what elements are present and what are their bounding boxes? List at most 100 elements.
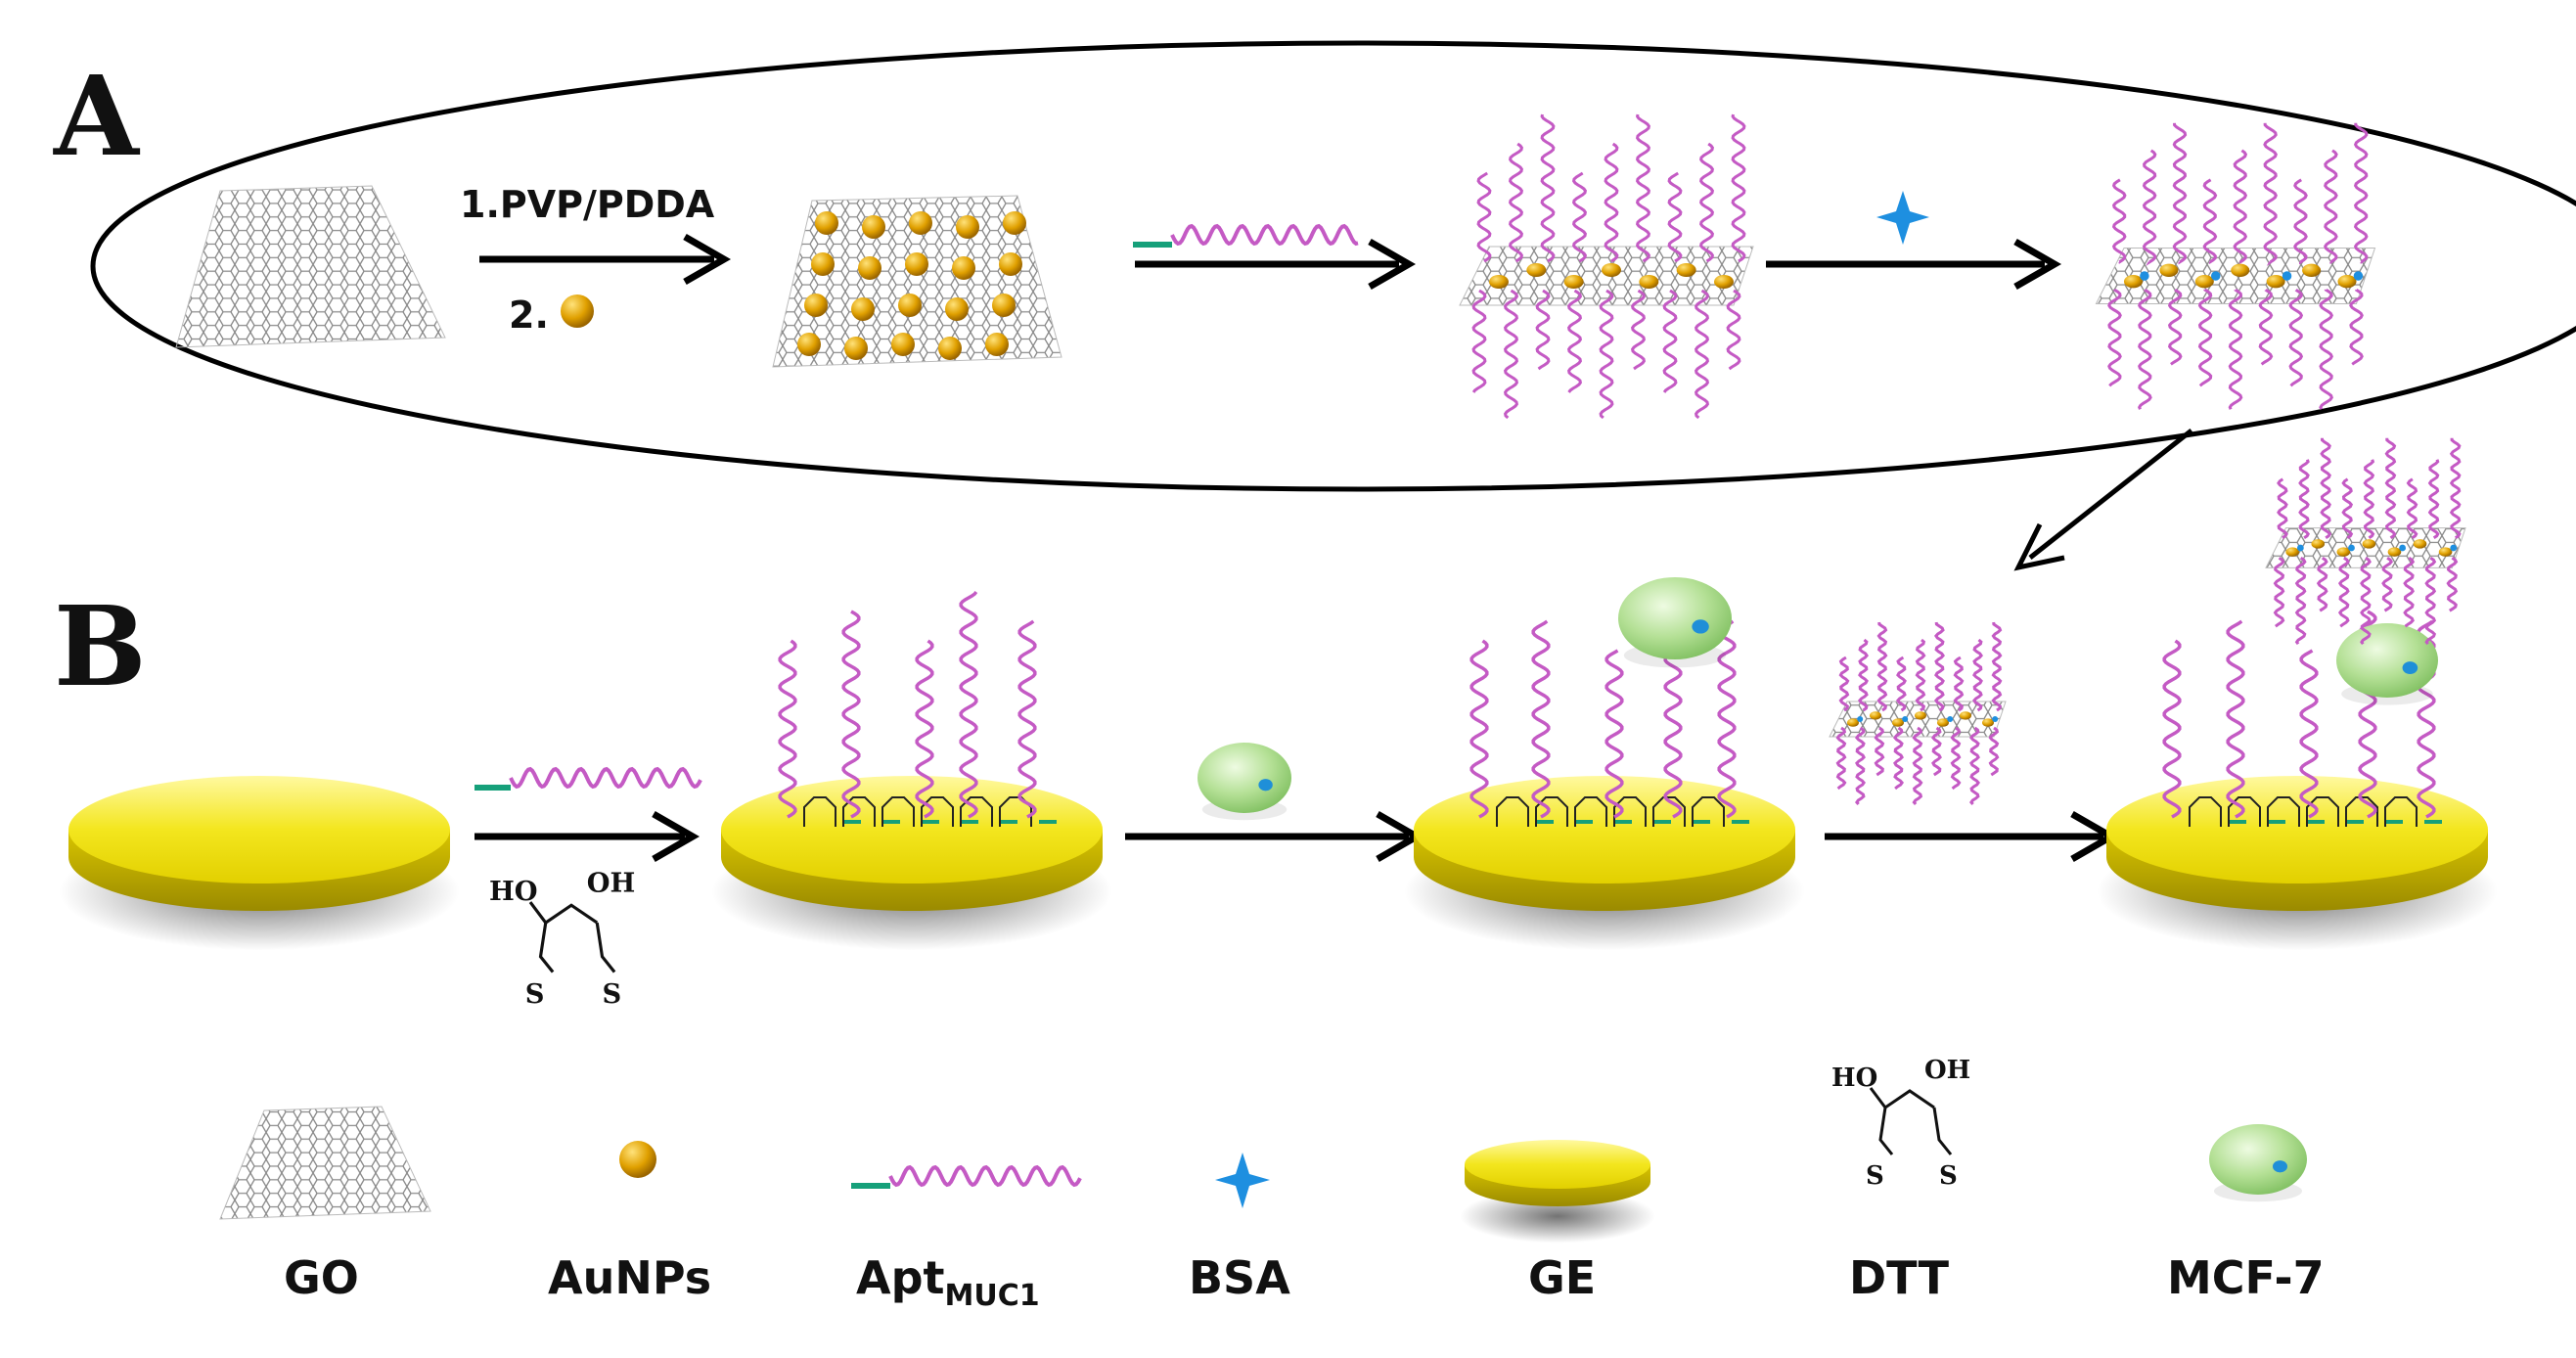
electrode-top: [1414, 776, 1795, 883]
aunp: [1676, 263, 1696, 277]
aptamer-strand: [2427, 459, 2440, 540]
electrode-top: [721, 776, 1103, 883]
bsa-blocker: [2399, 544, 2407, 552]
aptamer-strand: [2316, 556, 2328, 612]
legend-label-dtt: DTT: [1849, 1251, 1950, 1304]
bsa-blocker: [2296, 544, 2304, 552]
aptamer-strand: [1695, 289, 1709, 420]
aunp: [1960, 711, 1971, 720]
aunp: [1639, 275, 1659, 289]
dtt-linker: [881, 796, 915, 827]
dtt-linker: [1574, 796, 1607, 827]
bsa-blocker: [2348, 544, 2355, 552]
aptamer-strand: [2449, 437, 2462, 540]
aunp: [945, 297, 969, 321]
aunp: [2302, 263, 2322, 277]
aptamer-strand: [2263, 122, 2278, 264]
aunp: [797, 333, 821, 356]
aptamer-strand: [778, 639, 797, 819]
aptamer-strand: [1876, 621, 1888, 712]
aptamer-strand: [2360, 556, 2372, 646]
aptamer-strand: [2381, 556, 2394, 612]
aptamer-strand: [1636, 113, 1650, 263]
aunp: [891, 333, 915, 356]
aptamer-strand: [2298, 459, 2311, 540]
dtt-linker: [2384, 796, 2418, 827]
aunp: [1489, 275, 1509, 289]
electrode-top: [68, 776, 450, 883]
aptamer-step-icon: [1133, 223, 1359, 248]
aptamer-strand: [1717, 619, 1737, 819]
aunp: [1847, 718, 1859, 727]
bsa-blocker: [1857, 716, 1864, 722]
legend-mcf7-icon: [2209, 1124, 2307, 1202]
aptamer-strand: [1476, 171, 1492, 263]
dtt-linker: [1535, 796, 1568, 827]
aptamer-strand: [2138, 289, 2152, 410]
legend-label-ge: GE: [1528, 1251, 1596, 1304]
aunp: [862, 215, 885, 239]
aunp: [992, 294, 1016, 317]
aptamer-strand: [2337, 556, 2350, 628]
aptamer-strand: [1893, 726, 1904, 791]
panel-a-ellipse: [90, 40, 2576, 492]
aunp: [1892, 718, 1904, 727]
dtt-ho-label: HO: [489, 876, 538, 907]
dtt-linker: [1613, 796, 1647, 827]
aunp: [2438, 547, 2453, 557]
legend-go-icon: [219, 1106, 431, 1220]
dtt-linker: [1692, 796, 1725, 827]
aptamer-strand: [1874, 726, 1885, 777]
nanoprobe-step-icon: [1829, 621, 2007, 805]
dtt-chain-right: [1932, 1107, 1953, 1155]
gold-electrode-aptamer: [711, 590, 1112, 951]
aunp: [1714, 275, 1734, 289]
legend-label-bsa: BSA: [1189, 1251, 1290, 1304]
aunp: [999, 252, 1022, 276]
aptamer-strand: [1017, 619, 1037, 819]
aptamer-strand: [1855, 726, 1866, 805]
legend-label-aunps: AuNPs: [548, 1251, 711, 1304]
cell-nucleus: [2402, 661, 2418, 675]
aunp: [1937, 718, 1949, 727]
aptamer-strand: [2111, 178, 2127, 264]
aptamer-strand: [2294, 556, 2307, 646]
dtt-backbone: [1869, 1087, 1935, 1110]
aptamer-strand: [1469, 639, 1489, 819]
aptamer-strand: [1631, 289, 1646, 371]
dtt-s-label: S: [1939, 1161, 1958, 1191]
aunp: [909, 211, 932, 235]
aunp: [2362, 539, 2376, 549]
dtt-linker: [2228, 796, 2261, 827]
go-aunps-aptamer-sheet: [1459, 113, 1754, 420]
dtt-linker: [1652, 796, 1686, 827]
bsa-step-icon: [1876, 191, 1929, 245]
bsa-blocker: [2282, 271, 2292, 281]
cell-nucleus: [2273, 1160, 2287, 1173]
aptamer-strand: [1988, 726, 2000, 777]
aunp: [2311, 539, 2326, 549]
aptamer-strand: [1509, 142, 1523, 263]
aptamer-strand: [1662, 289, 1678, 393]
aunp: [898, 294, 922, 317]
mcf7-cell-step-icon: [1198, 743, 1291, 821]
aptamer-strand: [2299, 649, 2319, 819]
aunp-step-icon: [561, 294, 594, 328]
aunp: [985, 333, 1009, 356]
aptamer-strand: [2424, 556, 2437, 646]
arrow-a2: [1135, 238, 1417, 291]
gold-electrode-cell-captured: [1404, 577, 1805, 951]
electrode-top: [1465, 1140, 1650, 1189]
legend-label-mcf7: MCF-7: [2167, 1251, 2325, 1304]
arrow-b2: [1125, 810, 1424, 863]
aptamer-strand: [2403, 556, 2416, 628]
legend-label-apt-sub: MUC1: [945, 1279, 1040, 1313]
aptamer-strand: [1835, 726, 1847, 791]
aptamer-strand: [2142, 149, 2157, 264]
aptamer-strand: [2349, 289, 2364, 366]
aunp: [2413, 539, 2427, 549]
aptamer-strand: [2341, 477, 2354, 540]
